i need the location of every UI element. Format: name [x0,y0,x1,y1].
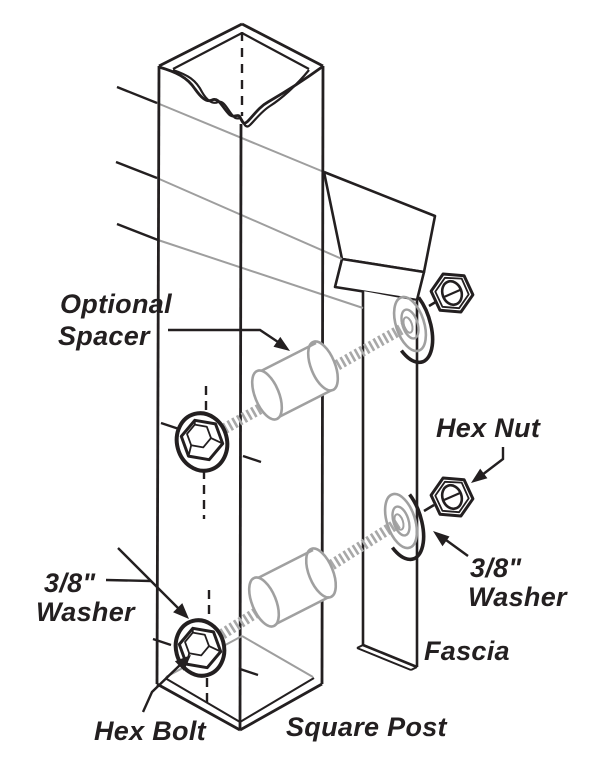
post-bottom-opening [156,635,323,732]
upper-bolt-head [179,418,225,462]
label-washer-left-1: 3/8" [44,568,96,598]
label-square-post: Square Post [286,712,448,742]
label-hex-nut: Hex Nut [436,413,541,443]
label-optional-spacer-2: Spacer [58,321,151,351]
upper-fascia-washer [392,295,440,365]
lower-hex-nut [429,476,475,518]
lower-fascia-washer [383,492,435,562]
label-optional-spacer-1: Optional [60,289,172,319]
label-washer-left-2: Washer [36,597,136,627]
fascia-visible-edges [115,85,159,242]
lower-spacer [247,547,338,628]
block-underside [333,257,426,302]
leader-hex-bolt [141,663,182,713]
leader-washer-right [445,539,469,557]
fascia-end-block [322,170,437,302]
leader-washer-left-diag [117,547,180,610]
upper-spacer [250,340,340,421]
label-hex-bolt: Hex Bolt [94,716,207,746]
leader-optional-spacer [168,328,279,343]
upper-hex-bolt [174,411,230,473]
leader-hex-nut [481,447,505,476]
leader-washer-left-bar [105,578,152,583]
upper-hex-nut [429,272,475,314]
leaders [105,328,505,713]
block-face [322,170,437,274]
label-washer-right-2: Washer [468,582,568,612]
label-washer-right-1: 3/8" [470,553,522,583]
bolt-centerlines [152,386,262,708]
post-top-break [158,22,324,128]
square-post [115,22,364,732]
label-fascia: Fascia [424,636,510,666]
